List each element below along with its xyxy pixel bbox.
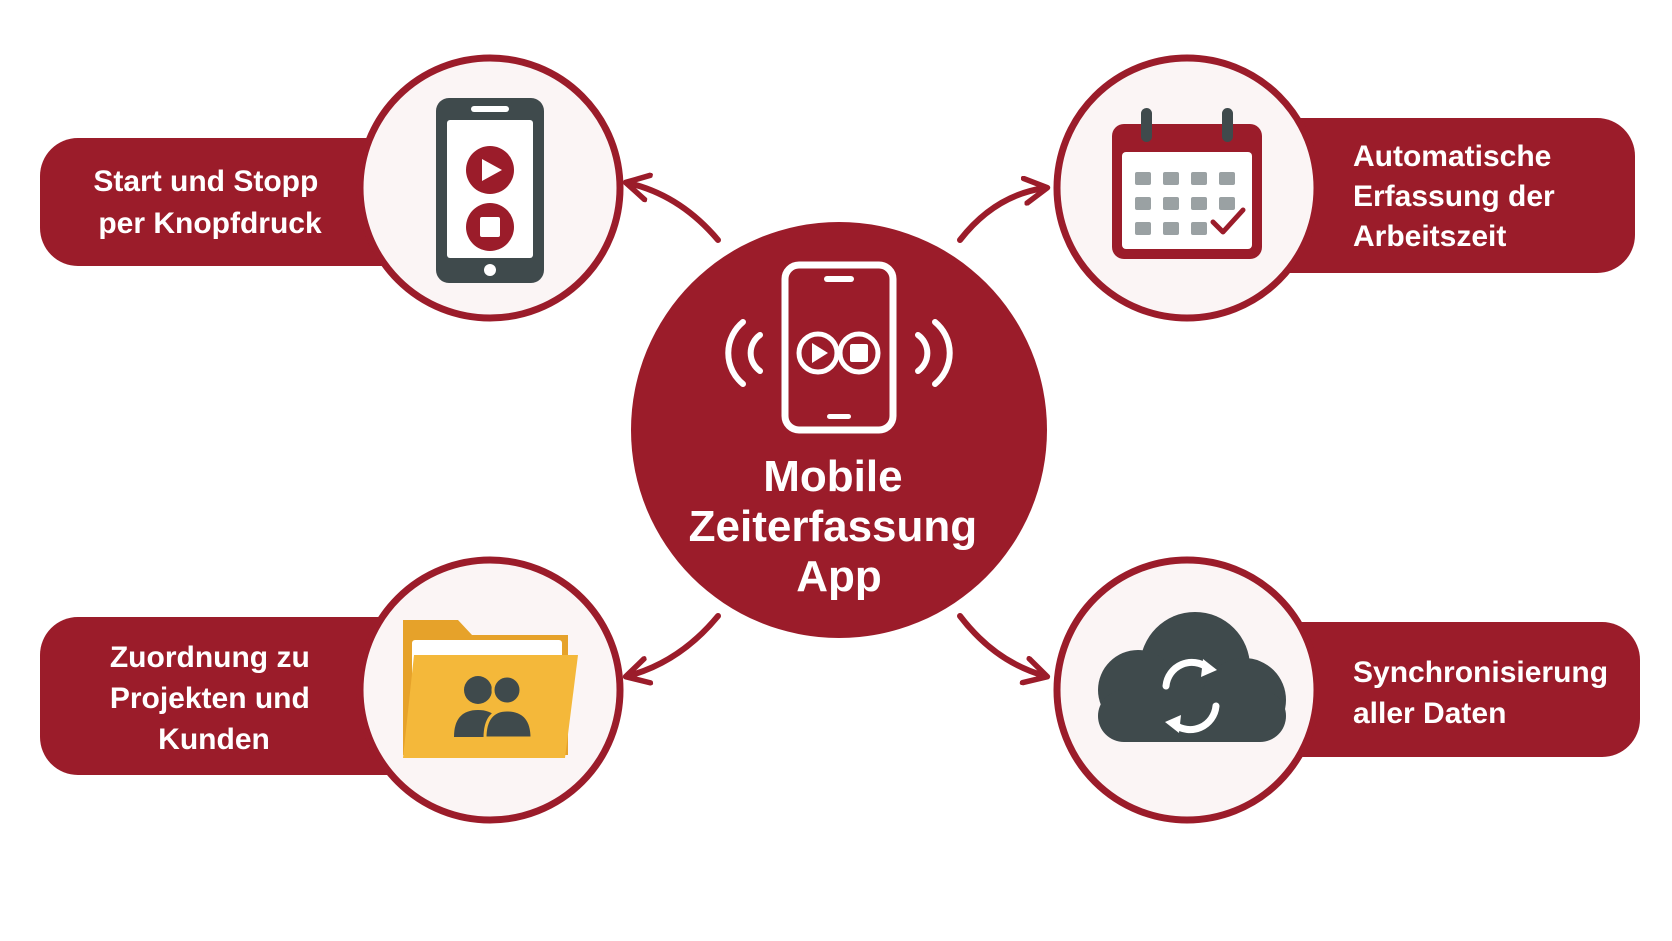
arrow-to-start-stop <box>628 183 721 243</box>
feature-sync: Synchronisierung aller Daten <box>1053 556 1640 824</box>
feature-label-pill <box>40 138 440 266</box>
smartphone-icon <box>436 98 544 283</box>
feature-label-line: Arbeitszeit <box>1353 220 1506 253</box>
feature-label-line: Start und Stopp <box>93 165 318 198</box>
arrow-to-automatic-tracking <box>957 188 1045 243</box>
feature-label: Synchronisierung aller Daten <box>1353 656 1616 730</box>
feature-label-line: Automatische <box>1353 140 1551 173</box>
feature-assignment: Zuordnung zu Projekten und Kunden <box>40 556 624 824</box>
feature-label-line: Zuordnung zu <box>110 641 310 674</box>
center-hub: Mobile Zeiterfassung App <box>631 222 1047 638</box>
connector-arrows <box>628 183 1045 676</box>
calendar-icon <box>1112 108 1262 259</box>
feature-automatic-tracking: Automatische Erfassung der Arbeitszeit <box>1053 54 1635 322</box>
feature-label-pill <box>1235 622 1640 757</box>
feature-label-line: Projekten und <box>110 682 310 715</box>
feature-label-line: Synchronisierung <box>1353 656 1608 689</box>
feature-label-line: Erfassung der <box>1353 180 1555 213</box>
feature-start-stop: Start und Stopp per Knopfdruck <box>40 54 624 322</box>
feature-label: Zuordnung zu Projekten und Kunden <box>110 641 318 756</box>
feature-label-line: per Knopfdruck <box>98 207 322 240</box>
feature-label: Automatische Erfassung der Arbeitszeit <box>1353 140 1563 253</box>
feature-label-line: aller Daten <box>1353 697 1506 730</box>
feature-label-line: Kunden <box>158 723 270 756</box>
center-title-line: Mobile <box>763 452 902 501</box>
arrow-to-sync <box>957 613 1045 676</box>
signal-waves-icon <box>725 319 953 387</box>
feature-label-pill <box>1235 118 1635 273</box>
arrow-to-assignment <box>628 613 721 676</box>
smartphone-play-stop-icon <box>781 261 897 434</box>
center-title-line: Zeiterfassung <box>689 502 978 551</box>
folder-users-icon <box>403 620 578 758</box>
center-title-line: App <box>796 552 882 601</box>
feature-label-pill <box>40 617 440 775</box>
feature-label: Start und Stopp per Knopfdruck <box>93 165 326 240</box>
center-title: Mobile Zeiterfassung App <box>689 452 990 601</box>
cloud-sync-icon <box>1098 612 1286 742</box>
